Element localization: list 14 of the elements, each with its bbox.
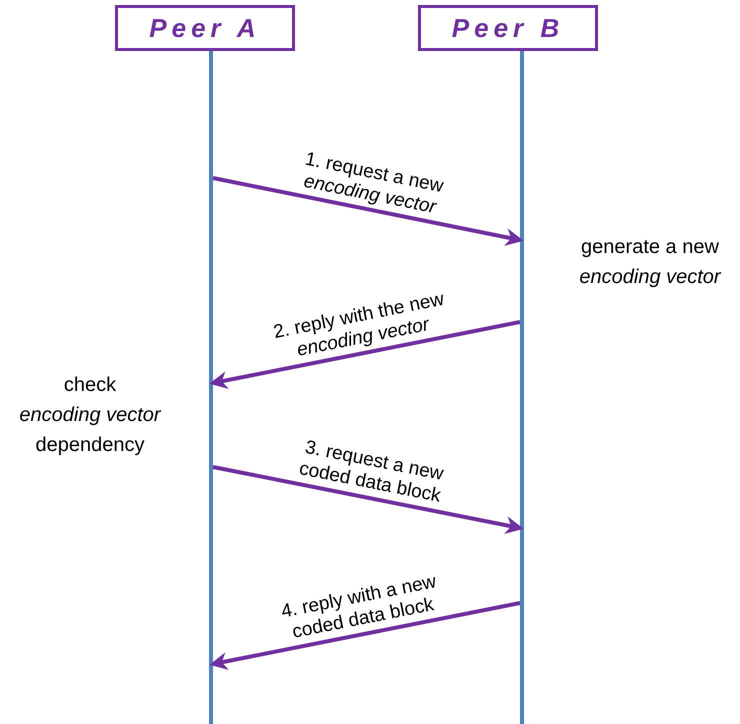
lifeline (520, 51, 524, 724)
message-label: 4. reply with a new coded data block (278, 570, 440, 645)
message-arrow (209, 601, 520, 670)
note-text: check encoding vector dependency (18, 373, 162, 458)
message-arrow (212, 176, 524, 246)
message-label: 2. reply with the new encoding vector (271, 288, 448, 363)
message-label: 3. request a new coded data block (296, 436, 446, 509)
participant-box: Peer A (115, 5, 295, 51)
participant-box: Peer B (418, 5, 598, 51)
message-arrow (209, 320, 520, 390)
lifeline (209, 51, 213, 724)
message-arrow (212, 465, 524, 534)
note-text: generate a new encoding vector (578, 235, 722, 290)
message-label: 1. request a new encoding vector (300, 147, 446, 220)
